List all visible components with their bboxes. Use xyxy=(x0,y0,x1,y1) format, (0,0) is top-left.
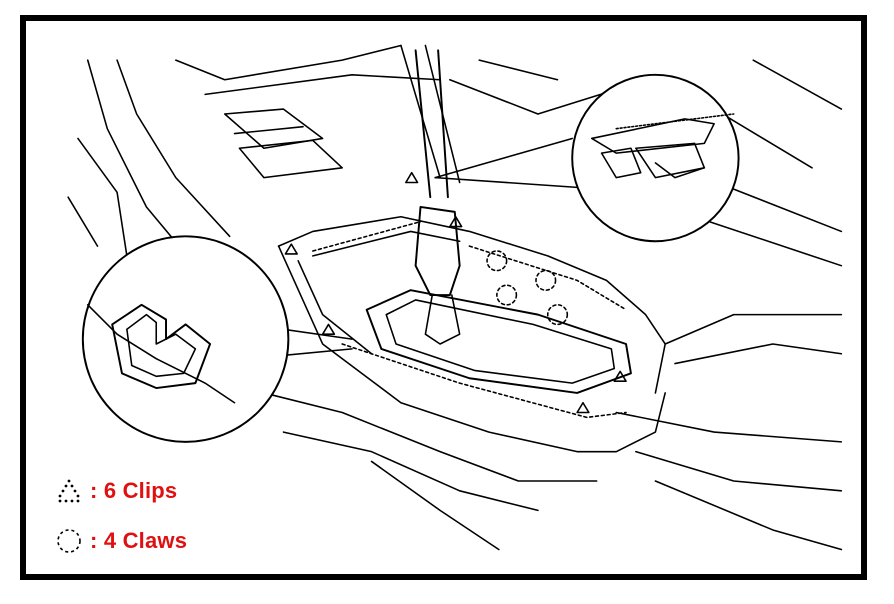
dashboard-lines xyxy=(67,44,843,267)
diagram-frame: : 6 Clips : 4 Claws xyxy=(20,15,867,580)
claw-marker xyxy=(546,304,569,326)
clip-marker xyxy=(284,243,298,255)
detail-callout-clip xyxy=(434,73,740,243)
clip-marker xyxy=(321,323,336,335)
dotted-triangle-icon xyxy=(58,479,80,503)
console-illustration xyxy=(67,44,843,551)
claw-marker xyxy=(486,250,508,272)
clip-marker xyxy=(405,171,419,184)
legend-clips: : 6 Clips xyxy=(54,476,177,506)
dashed-circle-icon xyxy=(57,529,81,553)
legend-clips-label: : 6 Clips xyxy=(90,478,178,503)
clip-markers xyxy=(284,171,627,414)
claw-marker xyxy=(535,269,557,291)
detail-callout-claw xyxy=(81,235,353,443)
claw-markers xyxy=(486,250,569,326)
legend-claws: : 4 Claws xyxy=(54,526,187,556)
console-body xyxy=(263,49,843,551)
legend-claws-label: : 4 Claws xyxy=(90,528,188,553)
clip-marker xyxy=(613,370,627,382)
clip-marker xyxy=(576,401,590,414)
claw-marker xyxy=(496,284,518,306)
clip-marker xyxy=(449,215,463,228)
